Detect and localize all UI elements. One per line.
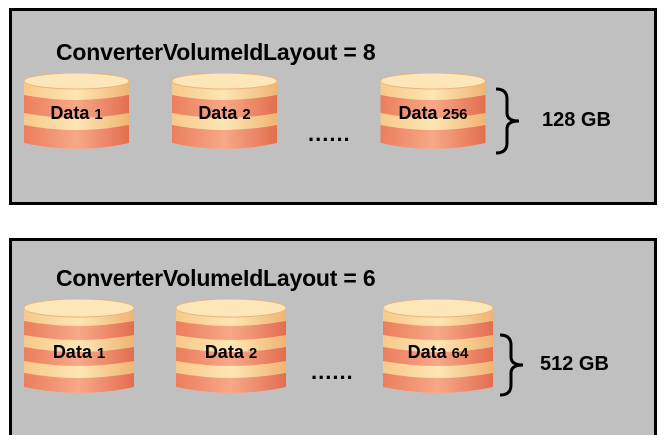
volume-label-number: 64 <box>451 345 469 362</box>
volume-label: Data 256 <box>378 103 488 124</box>
layout-panel-8: ConverterVolumeIdLayout = 8 Data 1 <box>9 8 657 205</box>
cylinder-icon <box>24 73 129 149</box>
volume-label-word: Data <box>398 103 438 123</box>
cylinder-icon <box>24 299 134 393</box>
volume-label-word: Data <box>204 342 244 362</box>
capacity-label: 128 GB <box>542 109 611 131</box>
data-volume-cylinder: Data 256 <box>378 73 486 153</box>
layout-panel-6: ConverterVolumeIdLayout = 6 Data 1 <box>9 238 657 435</box>
volume-label-word: Data <box>198 103 238 123</box>
data-volume-cylinder: Data 2 <box>172 73 277 153</box>
panel-title: ConverterVolumeIdLayout = 6 <box>56 265 376 291</box>
volume-label: Data 2 <box>172 103 277 124</box>
volume-label-number: 2 <box>242 106 251 123</box>
volume-label-word: Data <box>407 342 447 362</box>
cylinder-icon <box>383 299 493 393</box>
volume-label-word: Data <box>50 103 90 123</box>
data-volume-cylinder: Data 1 <box>24 73 129 153</box>
volume-label-number: 1 <box>96 345 106 362</box>
curly-brace-icon <box>499 333 524 397</box>
data-volume-cylinder: Data 2 <box>176 299 286 399</box>
volume-label-number: 2 <box>248 345 258 362</box>
cylinder-icon <box>172 73 277 149</box>
capacity-label: 512 GB <box>540 353 609 375</box>
volume-label: Data 64 <box>383 342 493 363</box>
panel-title: ConverterVolumeIdLayout = 8 <box>56 39 376 65</box>
volume-label-word: Data <box>52 342 92 362</box>
cylinder-icon <box>380 73 486 149</box>
volume-label-number: 256 <box>442 106 468 123</box>
volume-label: Data 1 <box>24 342 134 363</box>
ellipsis-dots: ...... <box>308 121 351 146</box>
volume-label: Data 1 <box>24 103 129 124</box>
data-volume-cylinder: Data 64 <box>383 299 493 399</box>
ellipsis-dots: ...... <box>311 359 354 384</box>
cylinder-icon <box>176 299 286 393</box>
volume-label-number: 1 <box>94 106 103 123</box>
volume-label: Data 2 <box>176 342 286 363</box>
curly-brace-icon <box>495 87 520 155</box>
data-volume-cylinder: Data 1 <box>24 299 134 399</box>
